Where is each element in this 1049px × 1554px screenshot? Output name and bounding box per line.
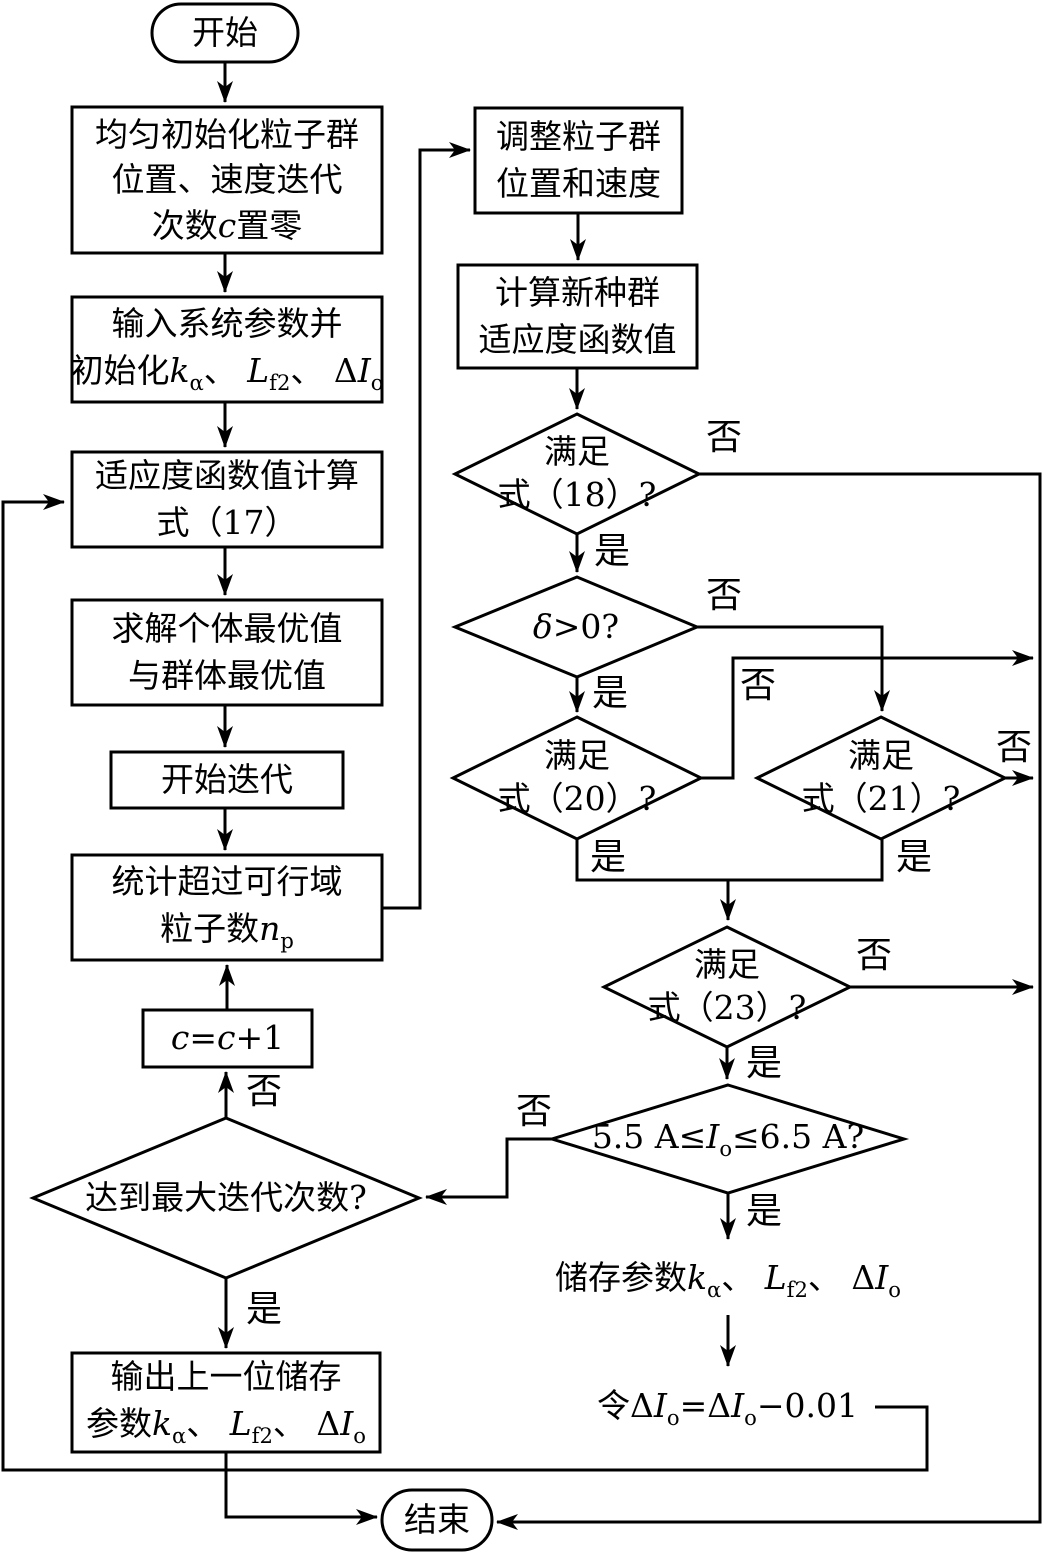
init-box-shape [70,105,384,255]
current-diamond-shape [546,1083,910,1195]
fitness-box-shape [70,450,384,549]
cinc-box-shape [141,1008,314,1069]
current-diamond: 5.5 A≤Io≤6.5 A? [591,1117,865,1162]
label-no-delta: 否 [706,575,743,616]
label-yes-delta: 是 [592,673,629,714]
edge-decrement-loop-to-fitness [1,494,929,1472]
start-terminator-shape [150,2,300,64]
shapes [29,2,1009,1552]
edge-output-to-end [224,1452,378,1525]
label-yes-maxiter: 是 [246,1289,283,1330]
eq21-diamond: 满足式（21）? [801,736,961,818]
maxiter-diamond: 达到最大迭代次数? [85,1177,367,1217]
eq18-diamond: 满足式（18）? [497,432,657,514]
eq21-diamond-shape [753,715,1009,841]
end-terminator-shape [380,1488,494,1552]
input-box-shape [70,295,384,404]
edge-current-no-to-maxiter [425,1137,552,1205]
label-no-current: 否 [516,1091,553,1132]
label-yes-eq20: 是 [590,837,627,878]
label-yes-current: 是 [746,1191,783,1232]
newfit-box-shape [456,263,699,370]
delta-diamond: δ>0? [532,606,620,646]
fitness-box: 适应度函数值计算式（17） [95,455,359,542]
label-no-eq18: 否 [706,417,743,458]
decrement-box: 令ΔIo=ΔIo−0.01 [597,1385,858,1430]
eq23-diamond-shape [600,925,854,1049]
output-box: 输出上一位储存参数kα、 Lf2、 ΔIo [85,1357,367,1448]
maxiter-diamond-shape [29,1116,423,1280]
label-yes-eq18: 是 [594,531,631,572]
label-no-eq23: 否 [856,935,893,976]
cinc-box: c=c+1 [170,1018,285,1058]
end-terminator: 结束 [404,1499,470,1539]
edge-delta-no-to-eq21 [697,625,890,712]
eq23-diamond: 满足式（23）? [647,945,807,1027]
eq18-diamond-shape [451,412,703,536]
label-no-eq21: 否 [996,727,1033,768]
best-box: 求解个体最优值与群体最优值 [111,608,343,695]
delta-diamond-shape [451,575,701,679]
label-no-maxiter: 否 [246,1071,283,1112]
init-box: 均匀初始化粒子群位置、速度迭代次数c置零 [95,114,359,245]
iterstart-box-shape [109,750,345,810]
output-box-shape [70,1351,382,1454]
label-yes-eq23: 是 [746,1043,783,1084]
count-box: 统计超过可行域粒子数np [111,862,343,953]
eq20-diamond: 满足式（20）? [497,736,657,818]
store-box: 储存参数kα、 Lf2、 ΔIo [554,1258,902,1303]
count-box-shape [70,853,384,962]
edge-eq18-no-trunk-to-end [496,472,1042,1530]
edge-count-to-adjust [382,142,471,910]
edge-eq20-no-to-trunk [701,650,1034,780]
label-no-eq20: 否 [740,665,777,706]
newfit-box: 计算新种群适应度函数值 [478,272,677,359]
eq20-diamond-shape [449,715,705,841]
iterstart-box: 开始迭代 [161,759,293,799]
best-box-shape [70,598,384,707]
adjust-box: 调整粒子群位置和速度 [496,116,661,203]
edges [1,62,1042,1530]
adjust-box-shape [473,106,684,215]
input-box: 输入系统参数并初始化kα、 Lf2、 ΔIo [70,304,384,395]
label-yes-eq21: 是 [896,837,933,878]
start-terminator: 开始 [192,12,258,52]
